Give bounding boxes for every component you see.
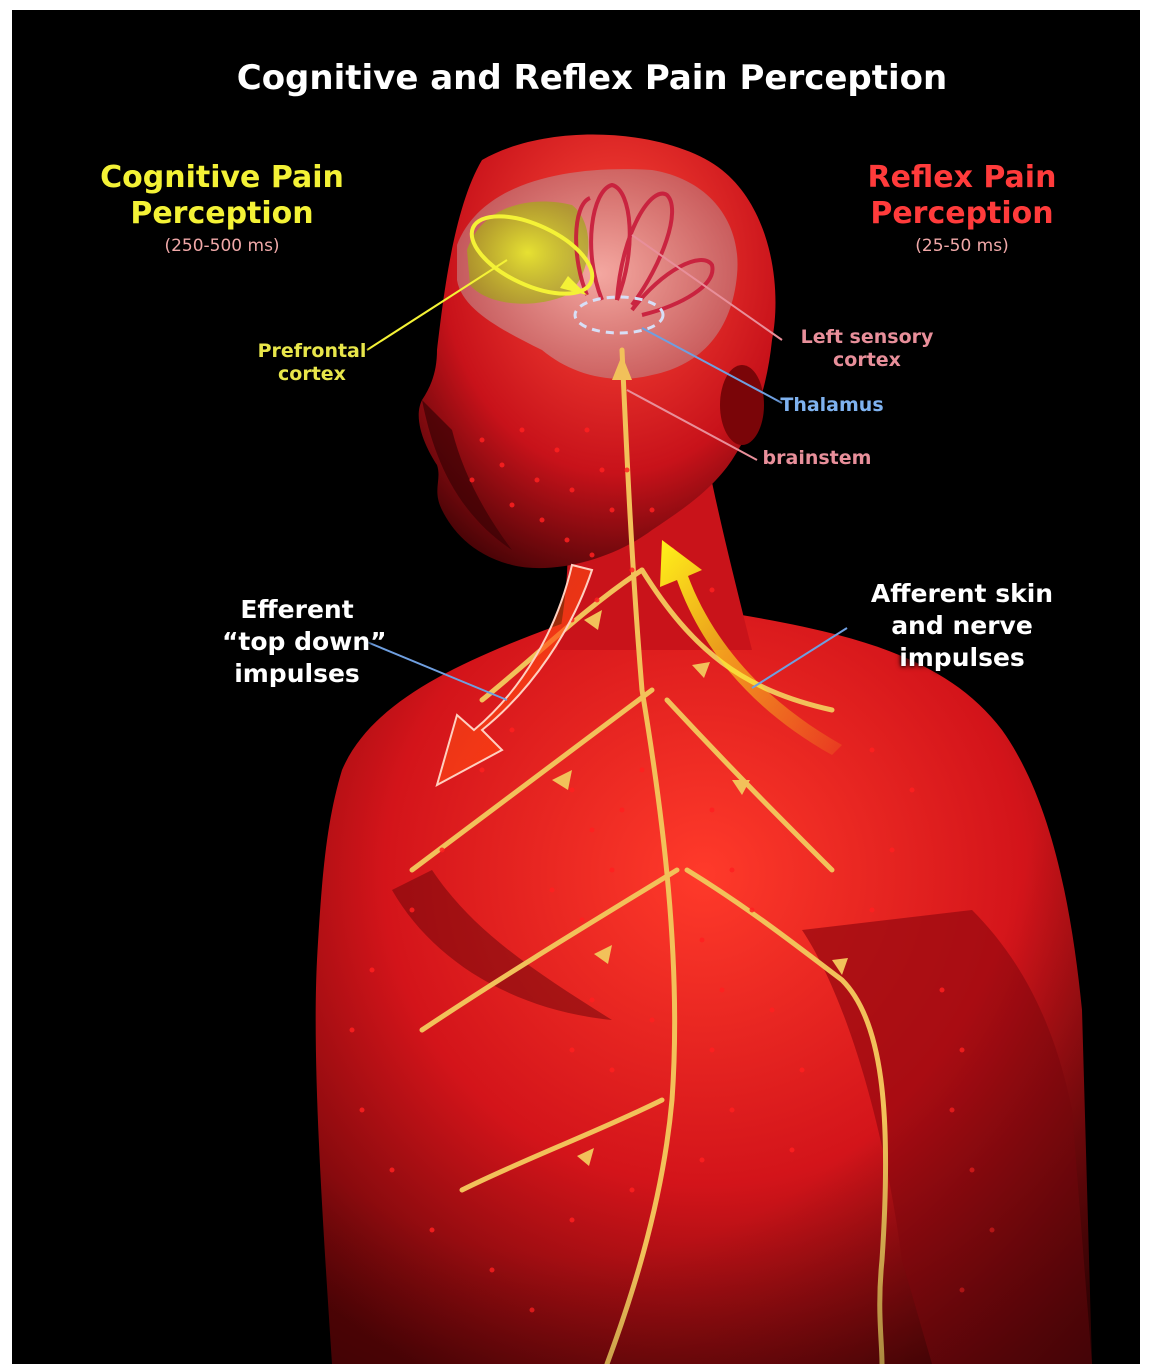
afferent-label-line2: and nerve bbox=[842, 610, 1082, 642]
reflex-heading-line1: Reflex Pain bbox=[812, 160, 1112, 196]
cognitive-heading-line1: Cognitive Pain bbox=[72, 160, 372, 196]
prefrontal-label-line1: Prefrontal bbox=[232, 340, 392, 363]
cognitive-heading-line2: Perception bbox=[72, 196, 372, 232]
diagram-frame: Cognitive and Reflex Pain Perception Cog… bbox=[12, 10, 1140, 1364]
cognitive-timing: (250-500 ms) bbox=[72, 236, 372, 256]
afferent-label-line1: Afferent skin bbox=[842, 578, 1082, 610]
prefrontal-label-line2: cortex bbox=[232, 363, 392, 386]
sensory-label-line2: cortex bbox=[772, 349, 962, 372]
reflex-heading: Reflex Pain Perception bbox=[812, 160, 1112, 232]
diagram-title: Cognitive and Reflex Pain Perception bbox=[12, 58, 1140, 98]
afferent-label: Afferent skin and nerve impulses bbox=[842, 578, 1082, 674]
efferent-label: Efferent “top down” impulses bbox=[222, 594, 372, 690]
efferent-label-line3: impulses bbox=[222, 658, 372, 690]
brainstem-label: brainstem bbox=[752, 447, 882, 469]
efferent-label-line1: Efferent bbox=[222, 594, 372, 626]
reflex-timing: (25-50 ms) bbox=[812, 236, 1112, 256]
prefrontal-cortex-label: Prefrontal cortex bbox=[232, 340, 392, 386]
reflex-heading-line2: Perception bbox=[812, 196, 1112, 232]
sensory-label-line1: Left sensory bbox=[772, 326, 962, 349]
afferent-label-line3: impulses bbox=[842, 642, 1082, 674]
thalamus-label: Thalamus bbox=[772, 394, 892, 416]
left-sensory-cortex-label: Left sensory cortex bbox=[772, 326, 962, 372]
cognitive-heading: Cognitive Pain Perception bbox=[72, 160, 372, 232]
efferent-label-line2: “top down” bbox=[222, 626, 372, 658]
